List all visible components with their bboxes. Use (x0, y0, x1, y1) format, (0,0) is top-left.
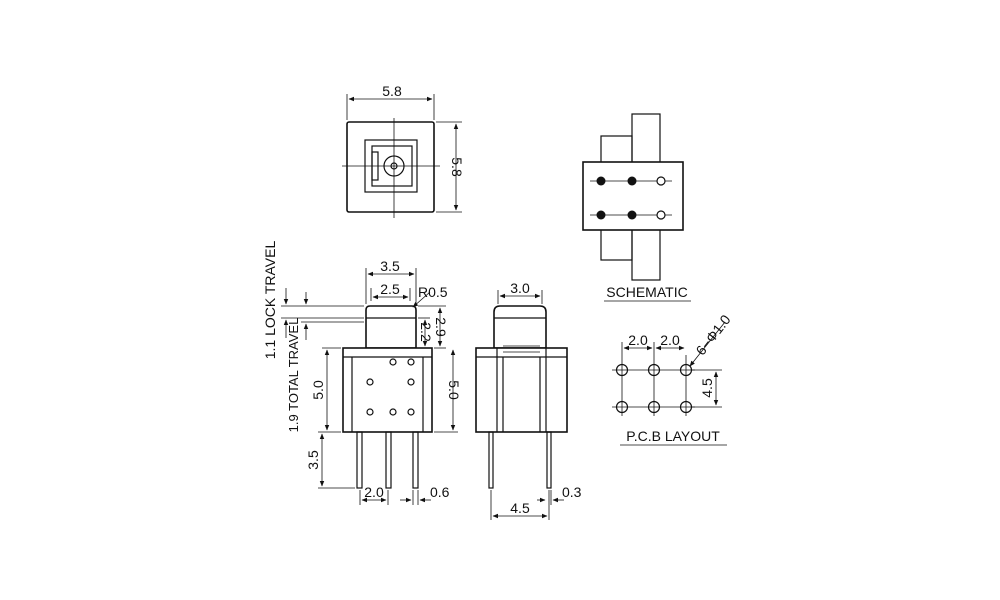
front-body-height-right-dim: 5.0 (446, 380, 462, 400)
pcb-pitch-a-dim: 2.0 (628, 332, 648, 348)
front-view-pin (356, 431, 363, 489)
side-width-top-dim: 3.0 (510, 280, 530, 296)
pcb-layout: 2.0 2.0 6−Φ1.0 4.5 P.C.B LAYOUT (612, 311, 734, 446)
front-radius-dim: R0.5 (418, 284, 448, 300)
top-view: 5.8 5.8 (342, 83, 465, 218)
front-view-pin (412, 431, 419, 489)
pcb-hole (647, 400, 661, 414)
front-pin-pitch-dim: 2.0 (364, 484, 384, 500)
pcb-pitch-b-dim: 2.0 (660, 332, 680, 348)
pcb-hole (647, 363, 661, 377)
side-view: 3.0 4.5 0.3 (475, 280, 582, 520)
pcb-row-spacing-dim: 4.5 (699, 378, 715, 398)
pcb-caption: P.C.B LAYOUT (626, 428, 720, 444)
total-travel-label: 1.9 TOTAL TRAVEL (286, 318, 301, 433)
schematic-housing (582, 161, 684, 231)
top-width-dim: 5.8 (382, 83, 402, 99)
schematic: SCHEMATIC (582, 113, 691, 302)
top-height-dim: 5.8 (449, 157, 465, 177)
front-width-inner-dim: 2.5 (380, 281, 400, 297)
schematic-contact (596, 176, 606, 186)
schematic-caption: SCHEMATIC (606, 284, 687, 300)
side-pin-spacing-dim: 4.5 (510, 500, 530, 516)
front-pin-width-dim: 0.6 (430, 484, 450, 500)
schematic-contact (596, 210, 606, 220)
schematic-contact (656, 210, 666, 220)
side-pin-thickness-dim: 0.3 (562, 484, 582, 500)
side-view-actuator (493, 305, 547, 349)
pcb-hole (679, 400, 693, 414)
front-cap-small-dim: 2.2 (418, 322, 434, 342)
schematic-contact (627, 176, 637, 186)
front-view-actuator (365, 305, 417, 349)
lock-travel-label: 1.1 LOCK TRAVEL (262, 241, 278, 360)
schematic-contact (627, 210, 637, 220)
side-view-pin (546, 431, 552, 489)
schematic-contact (656, 176, 666, 186)
front-view-pin (385, 431, 392, 489)
pcb-hole (615, 400, 629, 414)
front-width-top-dim: 3.5 (380, 258, 400, 274)
front-pin-length-dim: 3.5 (305, 450, 321, 470)
front-view-body (342, 347, 433, 433)
top-view-body (346, 121, 435, 213)
front-body-height-left-dim: 5.0 (310, 380, 326, 400)
pcb-hole (679, 363, 693, 377)
pcb-hole (615, 363, 629, 377)
front-view-holes (366, 358, 415, 416)
front-cap-height-dim: 2.9 (433, 317, 449, 337)
side-view-body (475, 347, 568, 433)
pcb-hole-dim: 6−Φ1.0 (692, 311, 733, 358)
side-view-pin (488, 431, 494, 489)
front-view: 3.5 2.5 R0.5 2.2 2.9 5.0 5.0 3.5 (262, 241, 462, 505)
